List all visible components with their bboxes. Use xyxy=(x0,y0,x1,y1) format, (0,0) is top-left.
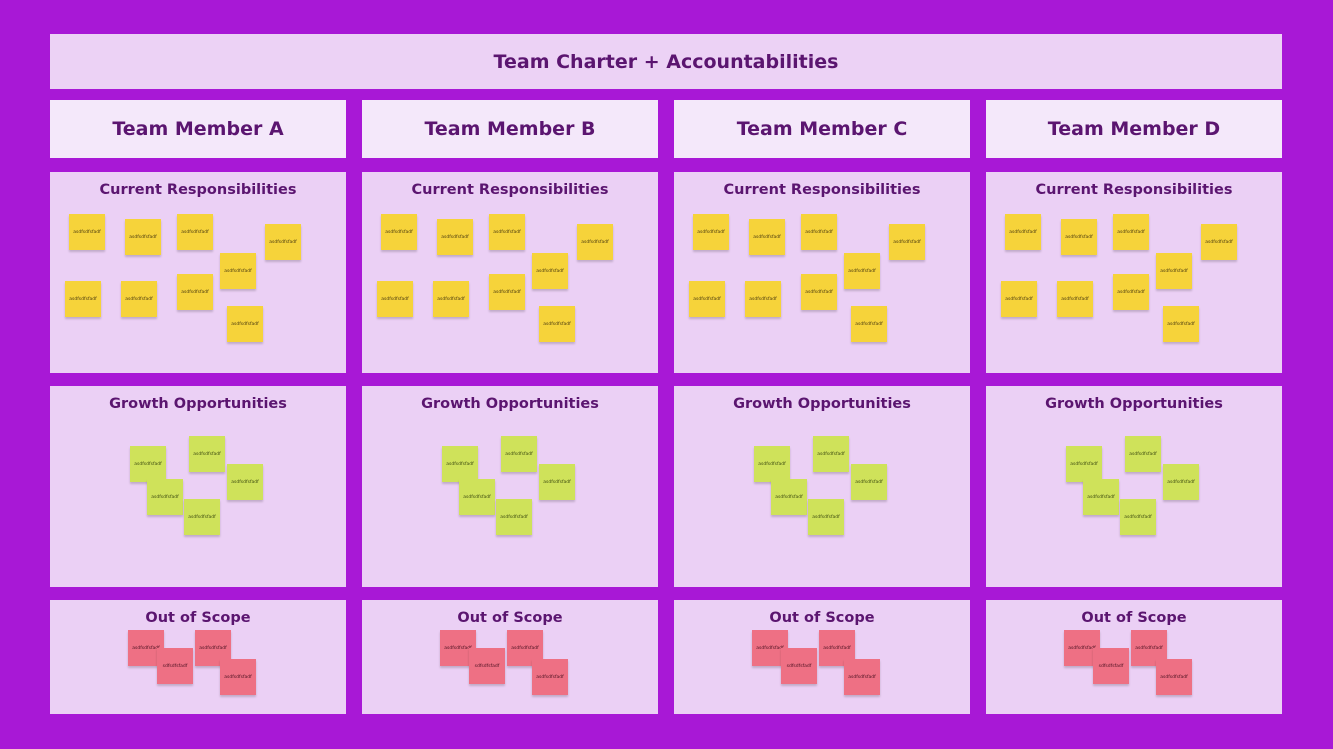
sticky-note[interactable]: asdfsdfsfadf xyxy=(184,499,220,535)
sticky-note[interactable]: asdfsdfsfadf xyxy=(844,253,880,289)
sticky-note[interactable]: asdfsdfsfadf xyxy=(851,306,887,342)
sticky-note[interactable]: asdfsdfsfadf xyxy=(69,214,105,250)
panel-title: Current Responsibilities xyxy=(1035,182,1233,198)
sticky-note[interactable]: asdfsdfsfadf xyxy=(693,214,729,250)
sticky-note[interactable]: sdfsdfsfadf xyxy=(469,648,505,684)
sticky-note[interactable]: asdfsdfsfadf xyxy=(65,281,101,317)
panel-title: Growth Opportunities xyxy=(1045,396,1223,412)
sticky-note[interactable]: asdfsdfsfadf xyxy=(1113,214,1149,250)
sticky-note[interactable]: asdfsdfsfadf xyxy=(1120,499,1156,535)
sticky-note[interactable]: asdfsdfsfadf xyxy=(889,224,925,260)
member-header: Team Member A xyxy=(50,100,346,158)
sticky-note[interactable]: asdfsdfsfadf xyxy=(539,464,575,500)
sticky-note[interactable]: asdfsdfsfadf xyxy=(1001,281,1037,317)
sticky-note[interactable]: sdfsdfsfadf xyxy=(781,648,817,684)
sticky-note[interactable]: asdfsdfsfadf xyxy=(1057,281,1093,317)
sticky-note[interactable]: sdfsdfsfadf xyxy=(1093,648,1129,684)
sticky-note[interactable]: asdfsdfsfadf xyxy=(844,659,880,695)
sticky-note[interactable]: asdfsdfsfadf xyxy=(813,436,849,472)
sticky-note[interactable]: asdfsdfsfadf xyxy=(220,659,256,695)
sticky-note[interactable]: asdfsdfsfadf xyxy=(1156,253,1192,289)
panel-title: Growth Opportunities xyxy=(733,396,911,412)
sticky-note[interactable]: asdfsdfsfadf xyxy=(1163,464,1199,500)
panel-title: Out of Scope xyxy=(145,610,251,626)
sticky-note[interactable]: asdfsdfsfadf xyxy=(801,214,837,250)
sticky-note[interactable]: asdfsdfsfadf xyxy=(265,224,301,260)
panel-title: Current Responsibilities xyxy=(411,182,609,198)
board-title: Team Charter + Accountabilities xyxy=(50,34,1282,89)
sticky-note[interactable]: asdfsdfsfadf xyxy=(189,436,225,472)
sticky-note[interactable]: asdfsdfsfadf xyxy=(442,446,478,482)
sticky-note[interactable]: asdfsdfsfadf xyxy=(851,464,887,500)
sticky-note[interactable]: asdfsdfsfadf xyxy=(459,479,495,515)
sticky-note[interactable]: asdfsdfsfadf xyxy=(754,446,790,482)
sticky-note[interactable]: asdfsdfsfadf xyxy=(749,219,785,255)
panel-title: Current Responsibilities xyxy=(99,182,297,198)
sticky-note[interactable]: asdfsdfsfadf xyxy=(496,499,532,535)
panel-title: Out of Scope xyxy=(1081,610,1187,626)
sticky-note[interactable]: asdfsdfsfadf xyxy=(1113,274,1149,310)
panel-title: Out of Scope xyxy=(769,610,875,626)
panel-title: Growth Opportunities xyxy=(421,396,599,412)
sticky-note[interactable]: asdfsdfsfadf xyxy=(1163,306,1199,342)
sticky-note[interactable]: asdfsdfsfadf xyxy=(437,219,473,255)
sticky-note[interactable]: asdfsdfsfadf xyxy=(532,253,568,289)
sticky-note[interactable]: asdfsdfsfadf xyxy=(489,214,525,250)
sticky-note[interactable]: asdfsdfsfadf xyxy=(489,274,525,310)
sticky-note[interactable]: sdfsdfsfadf xyxy=(157,648,193,684)
panel-title: Out of Scope xyxy=(457,610,563,626)
sticky-note[interactable]: asdfsdfsfadf xyxy=(177,274,213,310)
sticky-note[interactable]: asdfsdfsfadf xyxy=(532,659,568,695)
sticky-note[interactable]: asdfsdfsfadf xyxy=(381,214,417,250)
sticky-note[interactable]: asdfsdfsfadf xyxy=(745,281,781,317)
sticky-note[interactable]: asdfsdfsfadf xyxy=(501,436,537,472)
sticky-note[interactable]: asdfsdfsfadf xyxy=(1066,446,1102,482)
sticky-note[interactable]: asdfsdfsfadf xyxy=(1125,436,1161,472)
sticky-note[interactable]: asdfsdfsfadf xyxy=(227,464,263,500)
sticky-note[interactable]: asdfsdfsfadf xyxy=(1156,659,1192,695)
sticky-note[interactable]: asdfsdfsfadf xyxy=(433,281,469,317)
panel-title: Current Responsibilities xyxy=(723,182,921,198)
sticky-note[interactable]: asdfsdfsfadf xyxy=(377,281,413,317)
sticky-note[interactable]: asdfsdfsfadf xyxy=(130,446,166,482)
member-header: Team Member D xyxy=(986,100,1282,158)
sticky-note[interactable]: asdfsdfsfadf xyxy=(1201,224,1237,260)
sticky-note[interactable]: asdfsdfsfadf xyxy=(220,253,256,289)
sticky-note[interactable]: asdfsdfsfadf xyxy=(539,306,575,342)
sticky-note[interactable]: asdfsdfsfadf xyxy=(577,224,613,260)
sticky-note[interactable]: asdfsdfsfadf xyxy=(227,306,263,342)
member-header: Team Member B xyxy=(362,100,658,158)
sticky-note[interactable]: asdfsdfsfadf xyxy=(125,219,161,255)
sticky-note[interactable]: asdfsdfsfadf xyxy=(808,499,844,535)
sticky-note[interactable]: asdfsdfsfadf xyxy=(177,214,213,250)
sticky-note[interactable]: asdfsdfsfadf xyxy=(121,281,157,317)
sticky-note[interactable]: asdfsdfsfadf xyxy=(689,281,725,317)
member-header: Team Member C xyxy=(674,100,970,158)
sticky-note[interactable]: asdfsdfsfadf xyxy=(1061,219,1097,255)
sticky-note[interactable]: asdfsdfsfadf xyxy=(147,479,183,515)
sticky-note[interactable]: asdfsdfsfadf xyxy=(771,479,807,515)
panel-title: Growth Opportunities xyxy=(109,396,287,412)
sticky-note[interactable]: asdfsdfsfadf xyxy=(1083,479,1119,515)
sticky-note[interactable]: asdfsdfsfadf xyxy=(1005,214,1041,250)
sticky-note[interactable]: asdfsdfsfadf xyxy=(801,274,837,310)
sticky-note[interactable]: asdfsdfsfadf xyxy=(819,630,855,666)
